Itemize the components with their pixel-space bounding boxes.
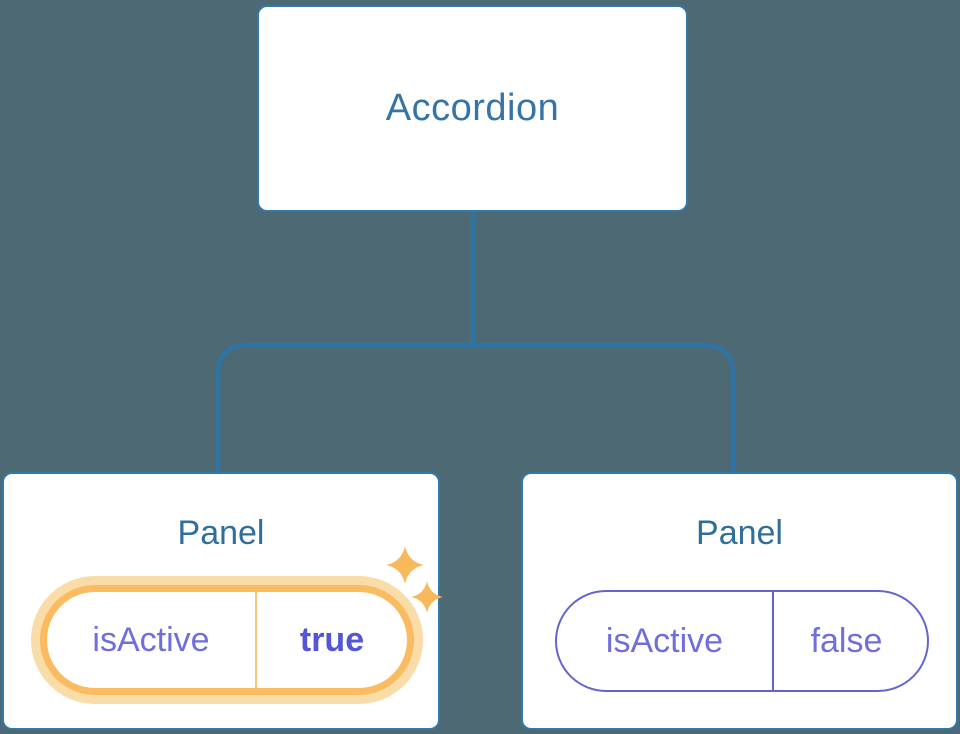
panel-title: Panel	[696, 514, 783, 552]
accordion-node: Accordion	[257, 5, 688, 212]
accordion-node-label: Accordion	[385, 87, 560, 129]
state-key: isActive	[92, 620, 210, 659]
state-pill-active: isActive true	[40, 585, 414, 695]
state-pill-inactive: isActive false	[555, 590, 929, 692]
state-value: false	[810, 621, 883, 660]
sparkle-small-icon	[411, 581, 443, 613]
state-key: isActive	[605, 621, 724, 660]
panel-node-inactive: Panel isActive false	[521, 472, 958, 730]
pill-divider	[255, 592, 257, 688]
state-value: true	[299, 620, 365, 659]
panel-title: Panel	[177, 514, 265, 552]
sparkle-large-icon	[386, 546, 424, 584]
panel-node-active: Panel isActive true	[2, 472, 440, 730]
pill-divider	[772, 592, 774, 690]
